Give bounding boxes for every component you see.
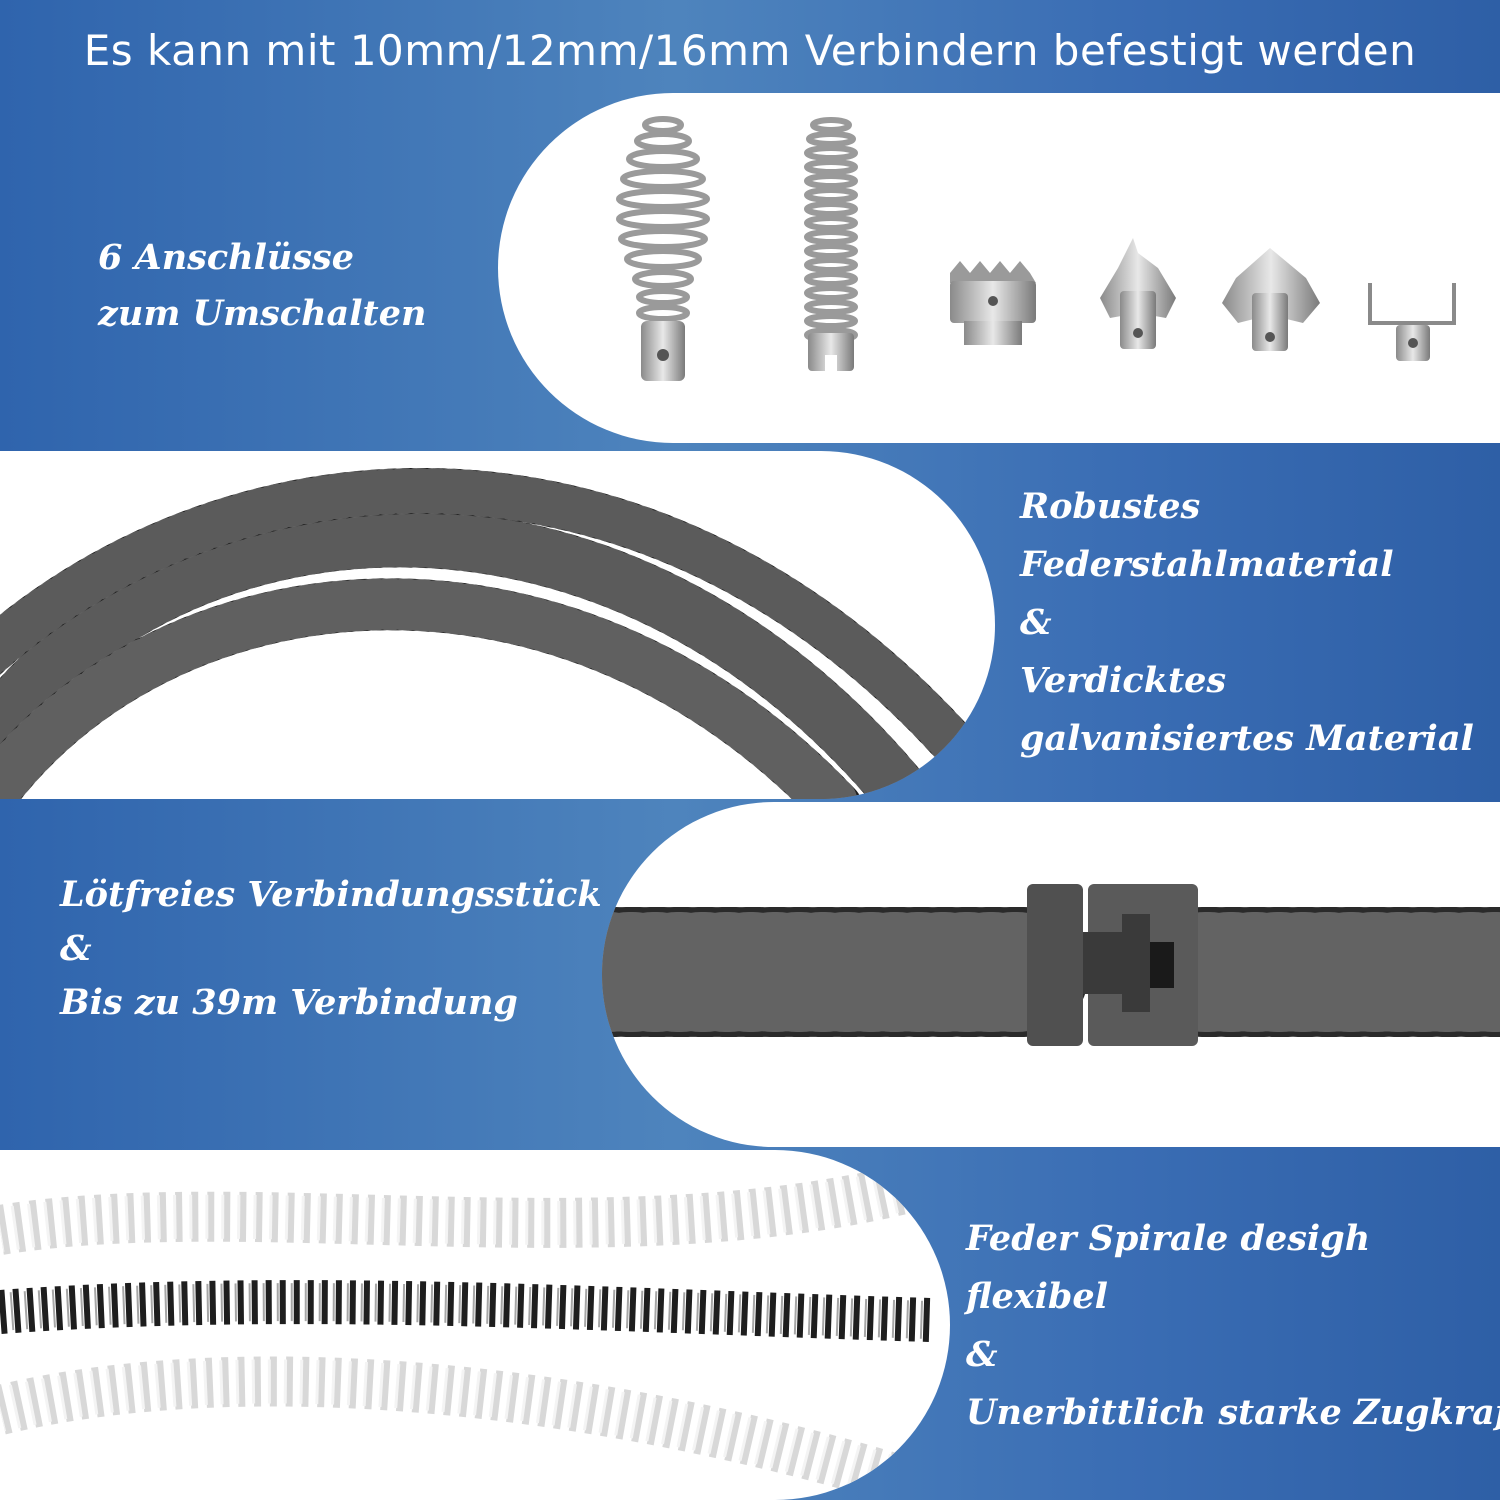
attachments-panel	[498, 93, 1500, 443]
spring-line-3: &	[966, 1334, 998, 1375]
spring-text: Feder Spirale desigh flexibel & Unerbitt…	[966, 1210, 1500, 1442]
page-title: Es kann mit 10mm/12mm/16mm Verbindern be…	[83, 25, 1417, 75]
connector-coupling	[1027, 884, 1198, 1046]
connector-panel	[602, 802, 1500, 1147]
connector-line-2: &	[60, 928, 92, 969]
cable-coil-panel	[0, 451, 995, 799]
attachments-text: 6 Anschlüsse zum Umschalten	[98, 230, 426, 342]
spring-line-2: flexibel	[966, 1276, 1108, 1317]
fork-cutter-attachment	[1368, 283, 1456, 361]
spring-line-4: Unerbittlich starke Zugkraft	[966, 1392, 1500, 1433]
funnel-cutter-attachment	[1222, 248, 1320, 351]
material-text: Robustes Federstahlmaterial & Verdicktes…	[1020, 478, 1474, 768]
spear-cutter-attachment	[1100, 238, 1176, 349]
straight-auger-attachment	[804, 117, 858, 371]
connector-text: Lötfreies Verbindungsstück & Bis zu 39m …	[60, 868, 602, 1030]
connector-line-1: Lötfreies Verbindungsstück	[60, 874, 602, 915]
material-line-3: &	[1020, 602, 1052, 643]
attachments-line-2: zum Umschalten	[98, 293, 427, 334]
material-line-1: Robustes	[1020, 486, 1201, 527]
attachments-line-1: 6 Anschlüsse	[98, 237, 355, 278]
spring-line-1: Feder Spirale desigh	[966, 1218, 1371, 1259]
material-line-4: Verdicktes	[1020, 660, 1227, 701]
connector-illustration	[602, 884, 1500, 1046]
saw-cutter-attachment	[950, 261, 1036, 345]
material-line-5: galvanisiertes Material	[1020, 718, 1474, 759]
attachments-illustration	[616, 116, 1456, 381]
bulb-auger-attachment	[616, 116, 710, 381]
material-line-2: Federstahlmaterial	[1020, 544, 1394, 585]
springs-illustration	[0, 1165, 931, 1500]
springs-panel	[0, 1150, 950, 1500]
header-banner: Es kann mit 10mm/12mm/16mm Verbindern be…	[0, 0, 1500, 100]
connector-line-3: Bis zu 39m Verbindung	[60, 982, 518, 1023]
cable-coil-illustration	[0, 468, 983, 799]
